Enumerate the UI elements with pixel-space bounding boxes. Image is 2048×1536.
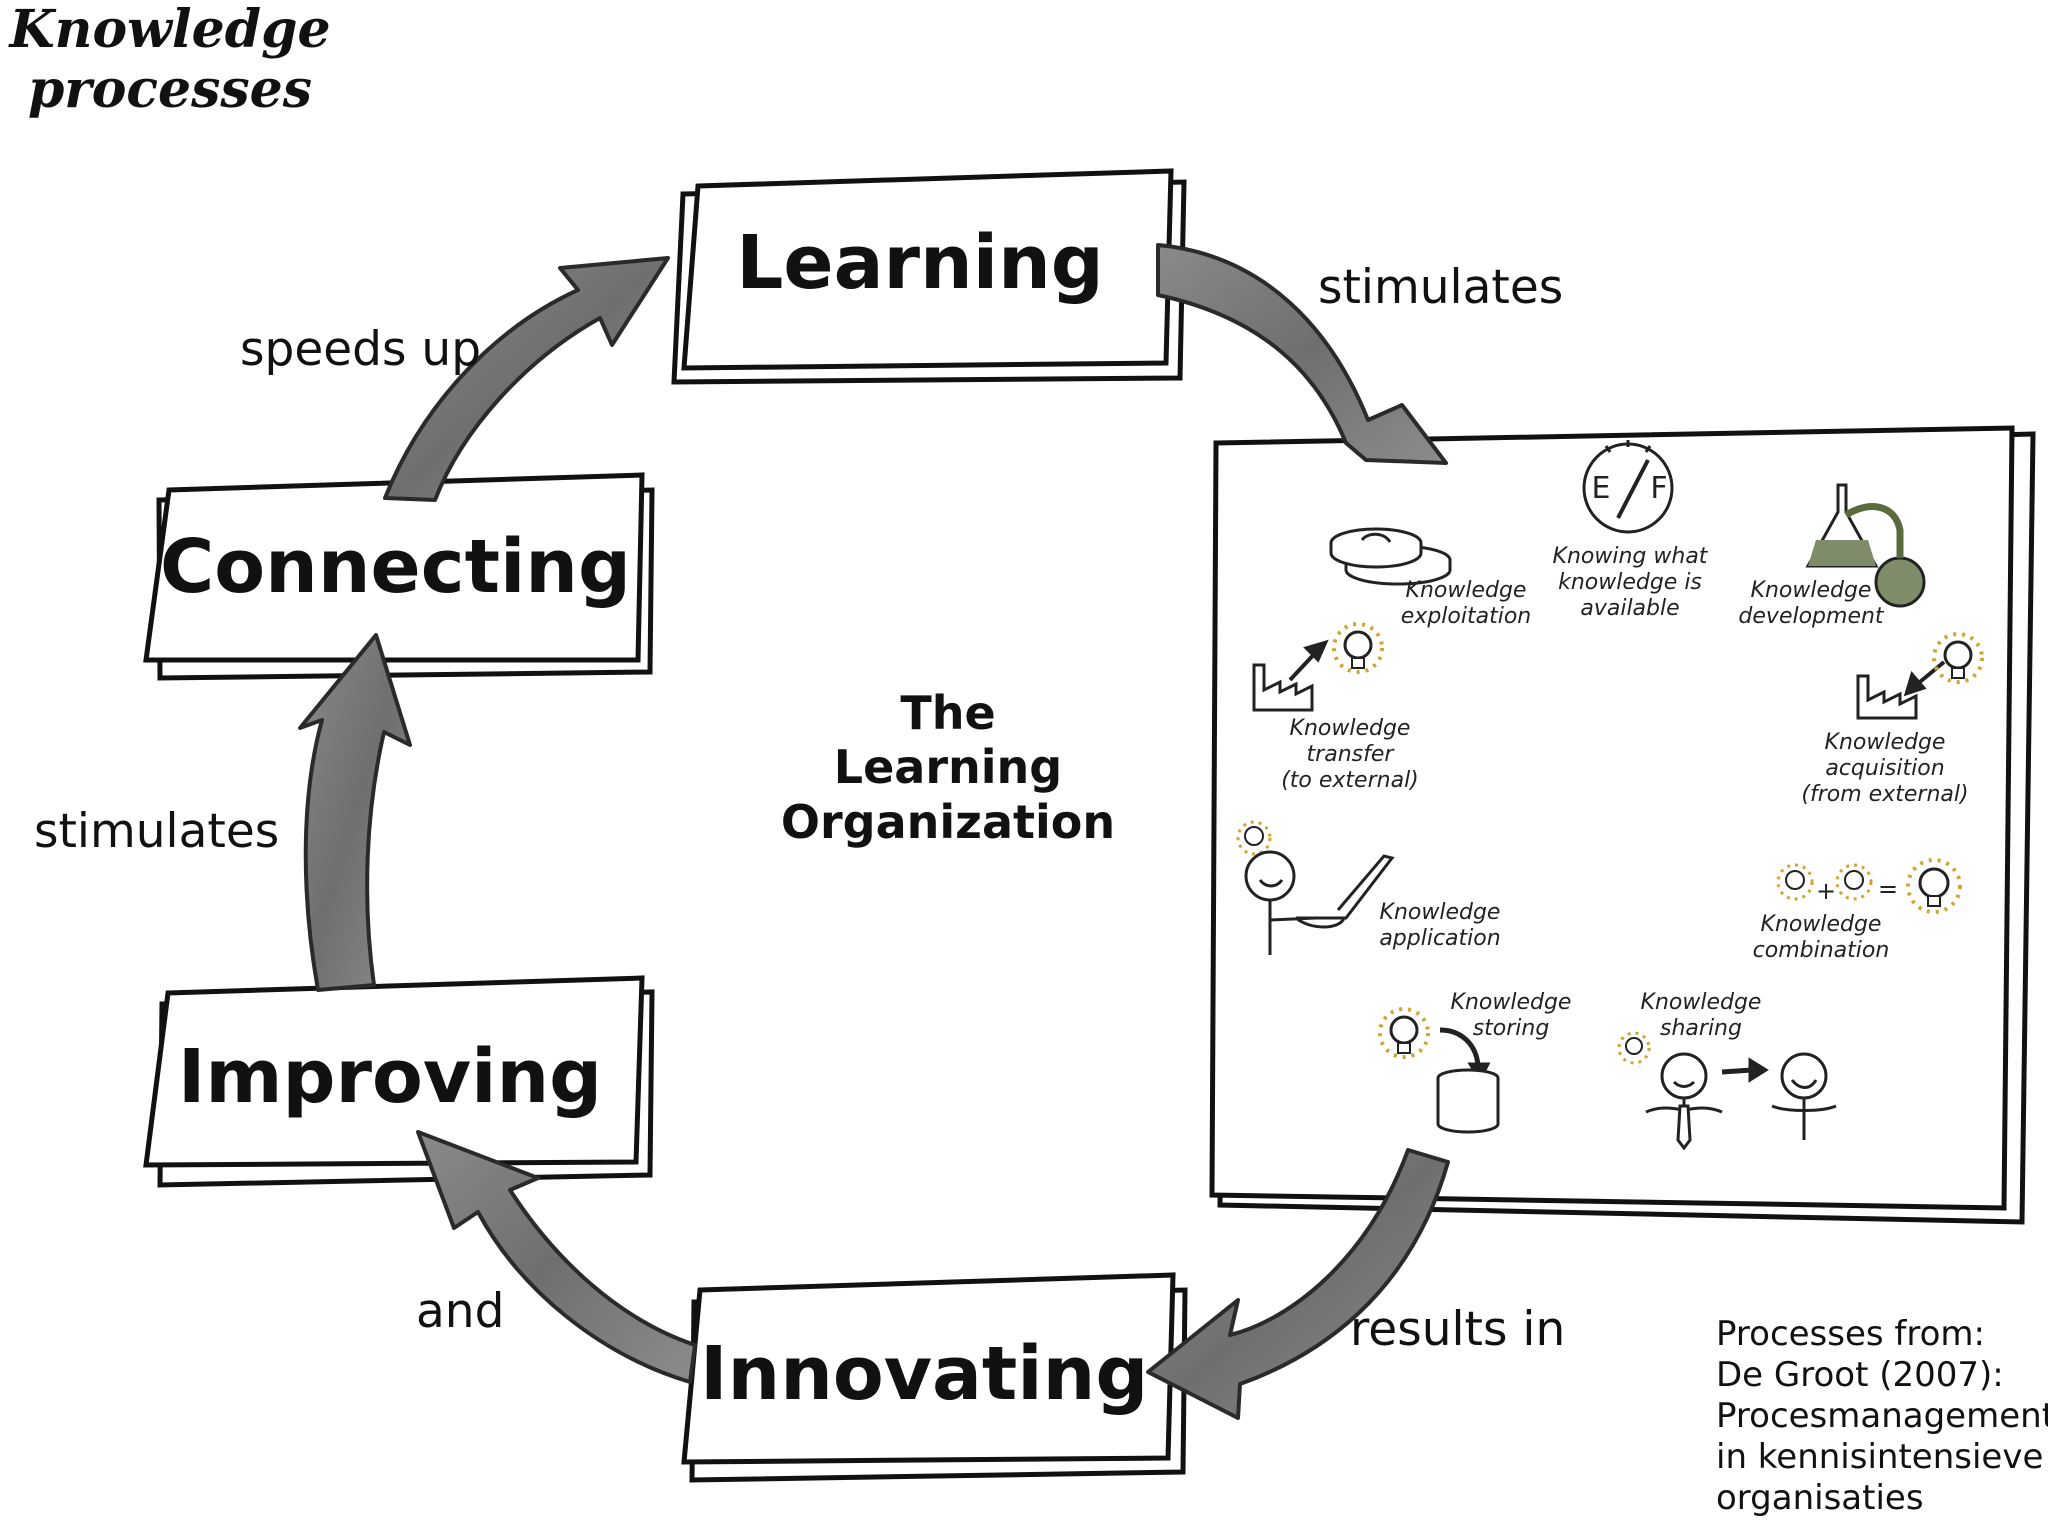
arrow-label-speeds-up: speeds up — [240, 322, 482, 377]
item-availability: Knowing what knowledge is available — [1552, 544, 1708, 621]
people-sharing-icon — [1617, 1031, 1837, 1151]
learning-box-label: Learning — [736, 220, 1104, 306]
arrow-label-stimulates-learning: stimulates — [1318, 260, 1564, 315]
bulb-combination-result-icon — [1906, 858, 1962, 914]
item-combination: Knowledge combination — [1752, 912, 1890, 963]
bulb-storing-icon — [1378, 1007, 1430, 1059]
arrow-connecting-to-learning — [383, 256, 670, 502]
combination-plus-symbol: + — [1815, 877, 1837, 905]
item-exploitation: Knowledge exploitation — [1400, 578, 1532, 629]
fuel-gauge-icon — [1582, 440, 1674, 534]
knowledge-panel — [1209, 425, 2036, 1225]
bulb-acquisition-icon — [1932, 632, 1984, 684]
storage-container-icon — [1436, 1027, 1500, 1134]
item-storing: Knowledge storing — [1450, 990, 1572, 1041]
bulb-combination-1-icon — [1776, 863, 1814, 901]
knowledge-processes-title: Knowledge processes — [9, 0, 331, 120]
gauge-letter-full: F — [1650, 471, 1668, 506]
connecting-box — [143, 472, 655, 681]
arrow-label-and: and — [416, 1284, 505, 1339]
arrow-learning-to-knowledge — [1156, 243, 1448, 465]
item-application: Knowledge application — [1379, 900, 1501, 951]
arrow-improving-to-connecting — [298, 633, 412, 992]
center-title: The Learning Organization — [780, 686, 1116, 849]
item-acquisition: Knowledge acquisition (from external) — [1801, 730, 1969, 807]
arrow-label-stimulates-improving: stimulates — [34, 804, 280, 859]
arrow-innovating-to-improving — [416, 1130, 697, 1384]
bulb-combination-2-icon — [1835, 863, 1873, 901]
gauge-letter-empty: E — [1591, 471, 1611, 506]
innovating-box-label: Innovating — [700, 1331, 1149, 1417]
bulb-application-icon — [1236, 820, 1272, 856]
item-transfer: Knowledge transfer (to external) — [1281, 716, 1419, 793]
improving-box-label: Improving — [177, 1034, 603, 1120]
connecting-box-label: Connecting — [160, 524, 631, 610]
coins-icon — [1329, 527, 1452, 586]
item-sharing: Knowledge sharing — [1640, 990, 1762, 1041]
source-note: Processes from: De Groot (2007): Procesm… — [1716, 1314, 2048, 1518]
arrow-knowledge-to-innovating — [1146, 1148, 1450, 1420]
innovating-box — [681, 1272, 1188, 1483]
factory-incoming-icon — [1856, 660, 1946, 720]
factory-outgoing-icon — [1252, 639, 1329, 712]
bulb-transfer-icon — [1332, 622, 1384, 674]
person-with-laptop-icon — [1244, 850, 1395, 955]
flask-icon — [1805, 483, 1926, 608]
combination-equals-symbol: = — [1877, 875, 1899, 903]
arrow-label-results-in: results in — [1350, 1302, 1566, 1357]
improving-box — [143, 975, 655, 1188]
item-development: Knowledge development — [1738, 578, 1884, 629]
learning-box — [671, 168, 1187, 385]
